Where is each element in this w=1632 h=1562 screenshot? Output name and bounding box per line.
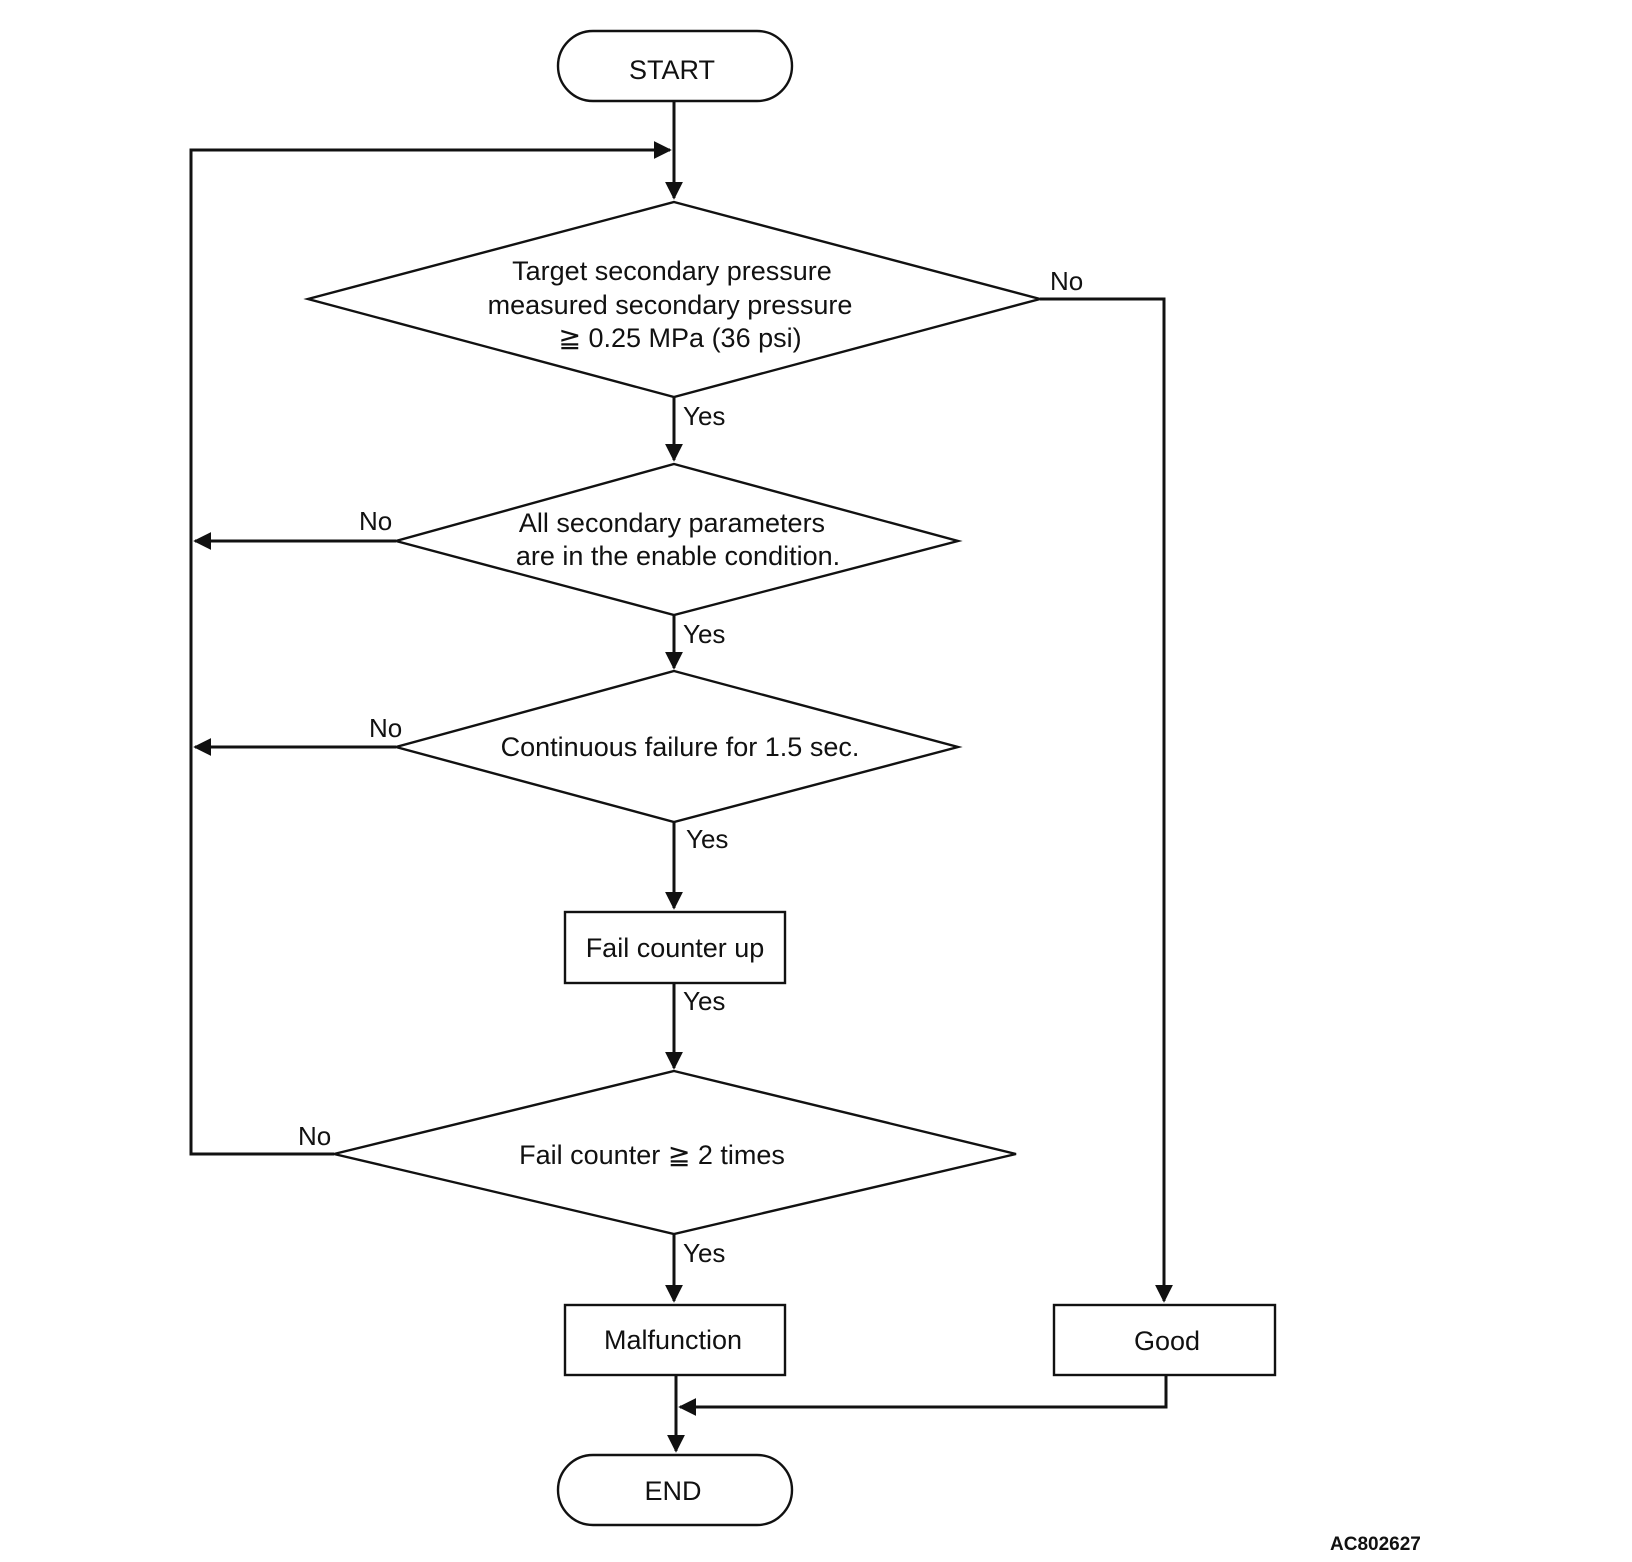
- decision-params-line2: are in the enable condition.: [516, 541, 840, 571]
- decision-continuous-label: Continuous failure for 1.5 sec.: [501, 732, 860, 762]
- edge-label-counter-yes: Yes: [683, 986, 725, 1016]
- process-malfunction: Malfunction: [563, 1303, 787, 1377]
- edge-label-params-yes: Yes: [683, 619, 725, 649]
- good-label: Good: [1134, 1326, 1200, 1356]
- start-label: START: [629, 55, 715, 85]
- decision-params-line1: All secondary parameters: [519, 508, 825, 538]
- connector-pressure-no: [1040, 297, 1173, 1303]
- end-node: END: [556, 1453, 794, 1527]
- decision-params: All secondary parameters are in the enab…: [391, 462, 963, 617]
- decision-pressure-line2: measured secondary pressure: [488, 290, 853, 320]
- edge-label-failcount-no: No: [298, 1121, 331, 1151]
- edge-label-pressure-yes: Yes: [683, 401, 725, 431]
- connector-good-to-end: [678, 1375, 1168, 1416]
- end-label: END: [644, 1476, 701, 1506]
- decision-fail-count-label: Fail counter ≧ 2 times: [519, 1140, 785, 1170]
- process-good: Good: [1052, 1303, 1277, 1377]
- figure-reference: AC802627: [1330, 1534, 1421, 1555]
- edge-label-failcount-yes: Yes: [683, 1238, 725, 1268]
- decision-fail-count: Fail counter ≧ 2 times: [333, 1069, 1017, 1236]
- decision-pressure: Target secondary pressure measured secon…: [303, 200, 1045, 399]
- edge-labels: No Yes No Yes No Yes Yes No Yes: [298, 266, 1083, 1268]
- edge-label-continuous-yes: Yes: [686, 824, 728, 854]
- edge-label-continuous-no: No: [369, 713, 402, 743]
- loop-back-line: [189, 141, 672, 1156]
- connectors: [189, 101, 1173, 1453]
- decision-pressure-line3: ≧ 0.25 MPa (36 psi): [558, 323, 801, 353]
- decision-pressure-line1: Target secondary pressure: [512, 256, 832, 286]
- process-fail-counter-up: Fail counter up: [563, 910, 787, 985]
- malfunction-label: Malfunction: [604, 1325, 742, 1355]
- edge-label-params-no: No: [359, 506, 392, 536]
- decision-continuous: Continuous failure for 1.5 sec.: [391, 669, 963, 824]
- fail-counter-up-label: Fail counter up: [586, 933, 765, 963]
- start-node: START: [556, 29, 794, 103]
- edge-label-pressure-no: No: [1050, 266, 1083, 296]
